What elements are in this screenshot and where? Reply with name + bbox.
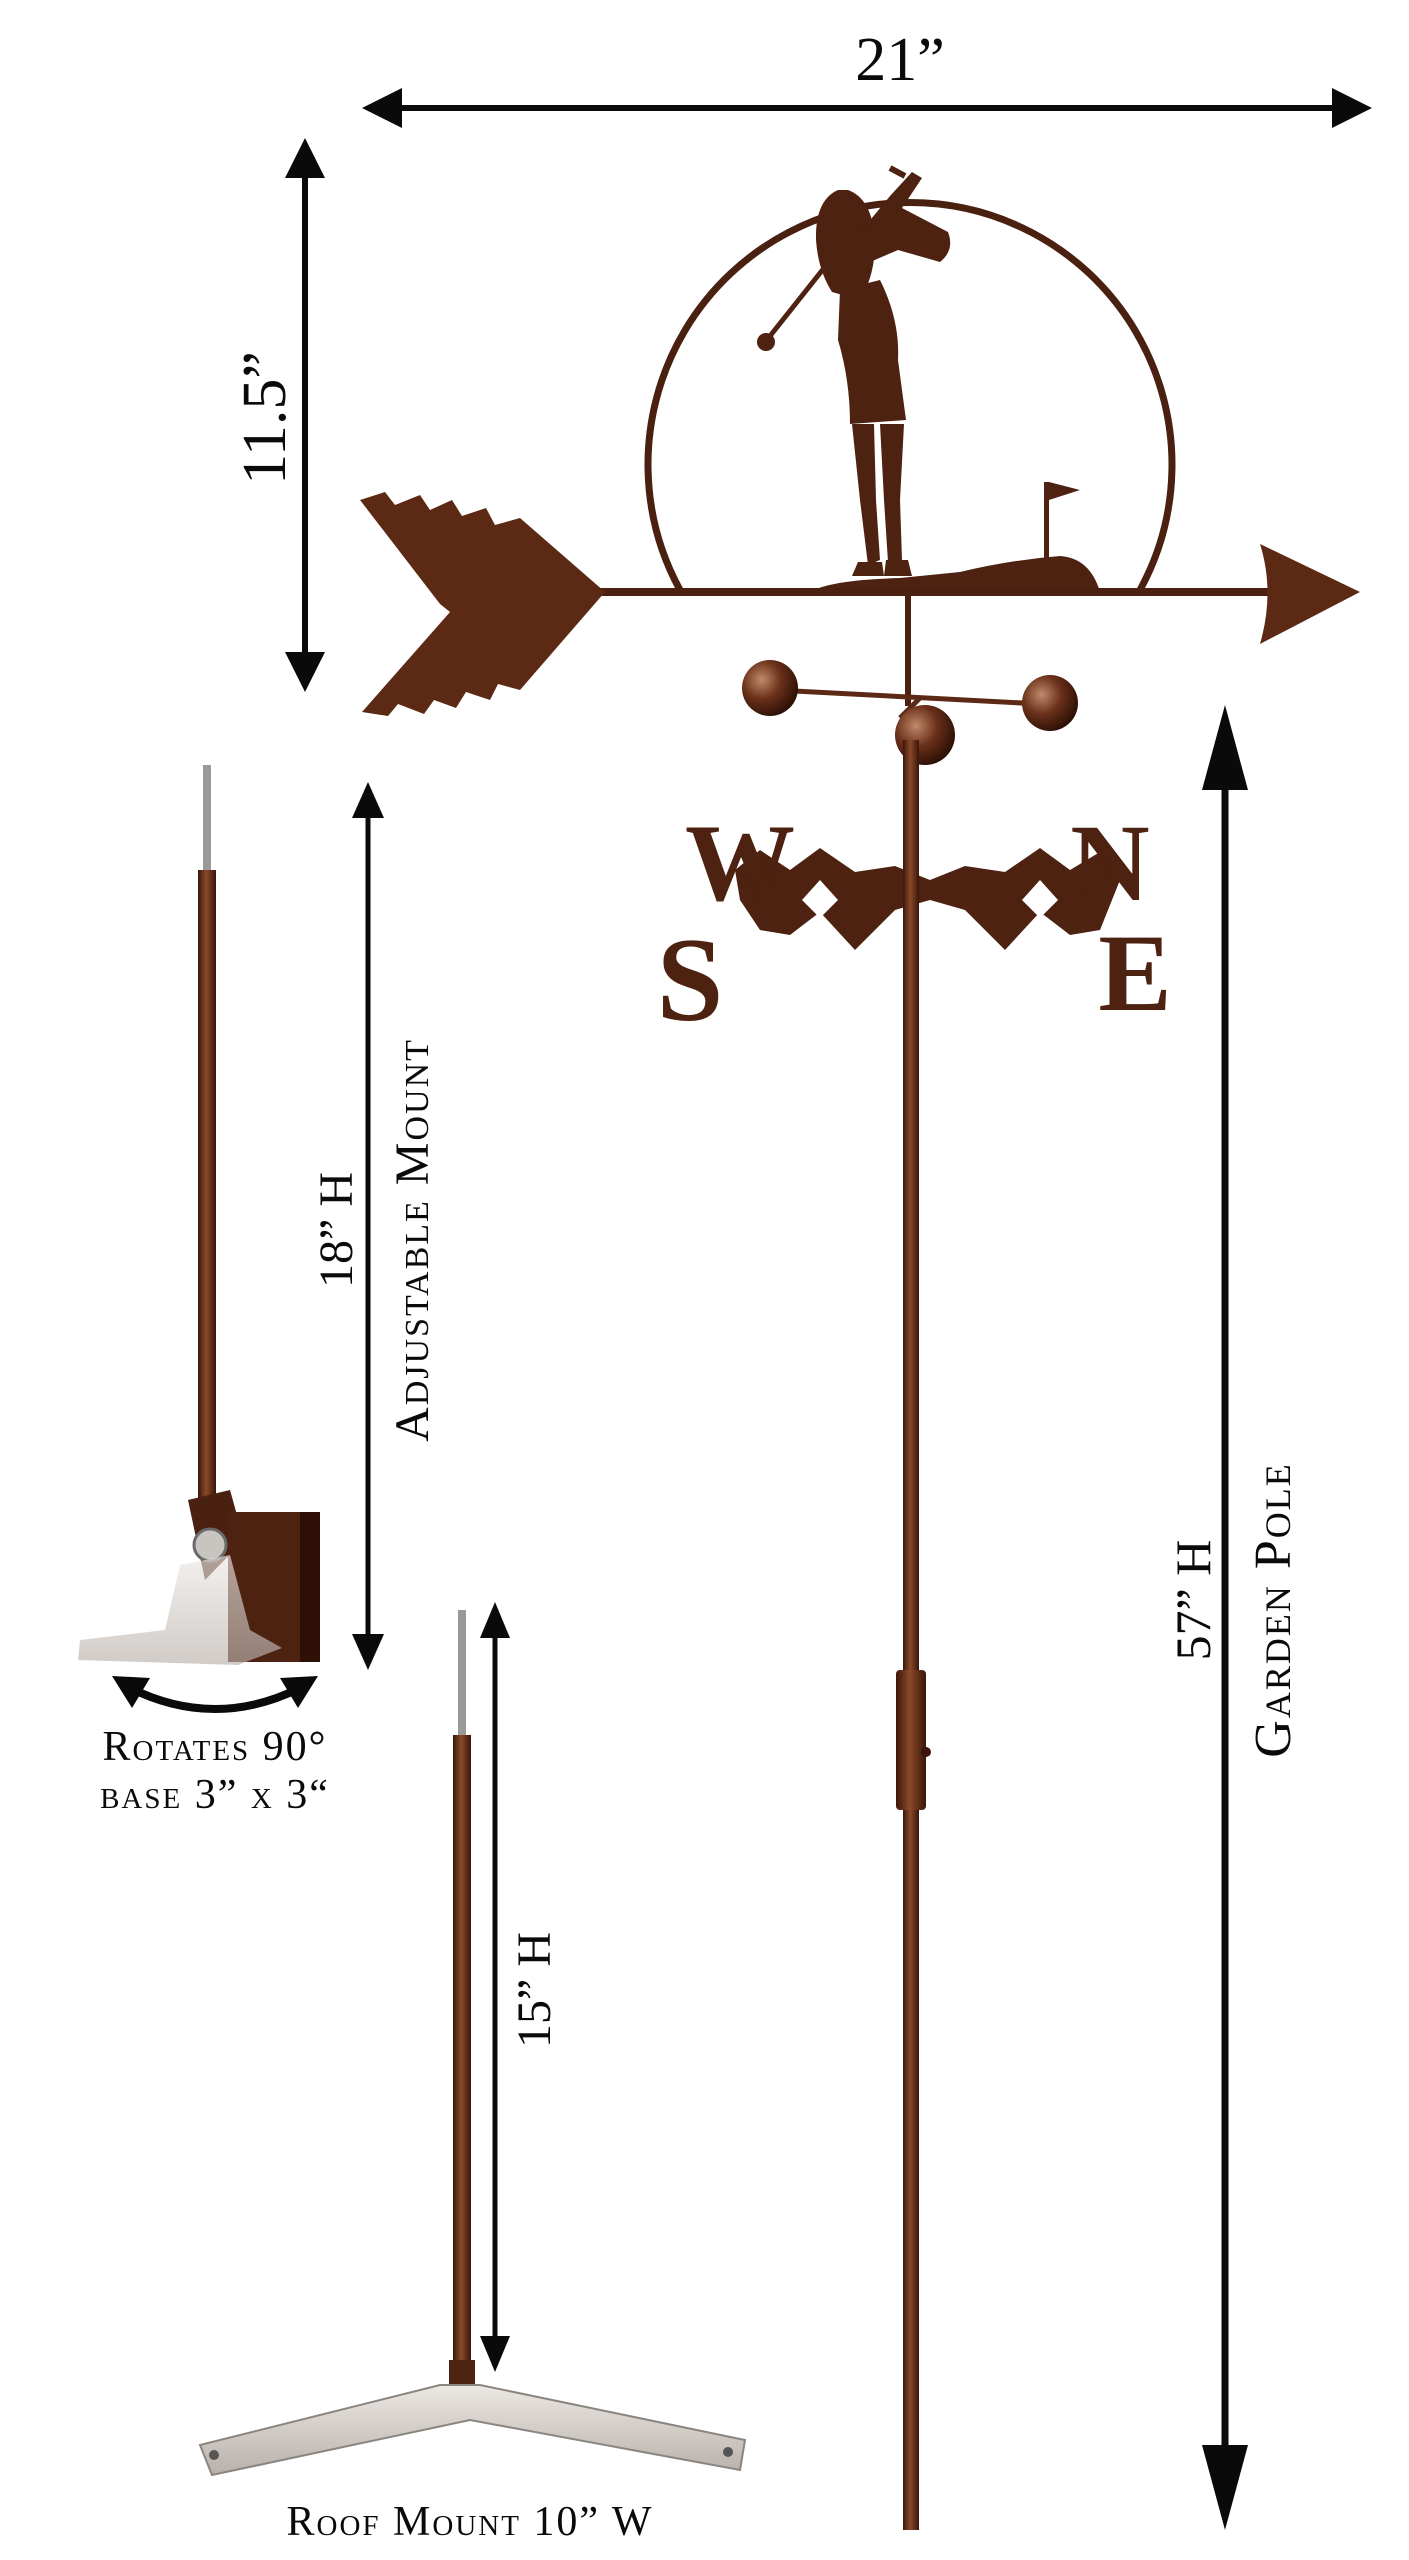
roof-mount-label: Roof Mount 10” W — [287, 2499, 654, 2545]
compass-letter-s: S — [657, 913, 724, 1046]
roof-mount-dimension-arrow — [480, 1602, 510, 2372]
vane-height-dimension-arrow — [285, 138, 325, 692]
adjustable-mount-label: Adjustable Mount — [386, 1038, 439, 1442]
compass-letter-n: N — [1070, 802, 1149, 924]
garden-pole-dimension-arrow — [1202, 705, 1248, 2530]
base-label: base 3” x 3“ — [100, 1772, 330, 1818]
rotates-label: Rotates 90° — [103, 1724, 328, 1770]
adjustable-mount-height-label: 18” H — [310, 1172, 363, 1288]
vane-arm — [600, 588, 1290, 596]
adjustable-mount — [78, 765, 320, 1665]
vane-support — [905, 596, 911, 706]
anemometer — [742, 660, 1078, 765]
golfer-silhouette — [757, 165, 1100, 592]
adjustable-mount-dimension-arrow — [352, 782, 384, 1670]
compass-directionals: W S N E — [657, 802, 1172, 1046]
roof-mount-height-label: 15” H — [508, 1932, 561, 2048]
compass-letter-w: W — [685, 802, 795, 924]
rotate-arrow-icon — [112, 1676, 318, 1713]
garden-pole-height-label: 57” H — [1165, 1540, 1221, 1661]
vane-tail — [360, 492, 605, 716]
vane-arrow-head — [1260, 544, 1360, 644]
width-dimension-arrow — [362, 88, 1372, 128]
roof-mount — [198, 1610, 747, 2477]
vane-height-label: 11.5” — [231, 351, 299, 485]
vane-ring — [644, 199, 1176, 592]
garden-pole-label: Garden Pole — [1245, 1462, 1302, 1757]
compass-letter-e: E — [1098, 912, 1171, 1034]
garden-pole — [896, 740, 931, 2530]
width-label: 21” — [855, 26, 945, 94]
